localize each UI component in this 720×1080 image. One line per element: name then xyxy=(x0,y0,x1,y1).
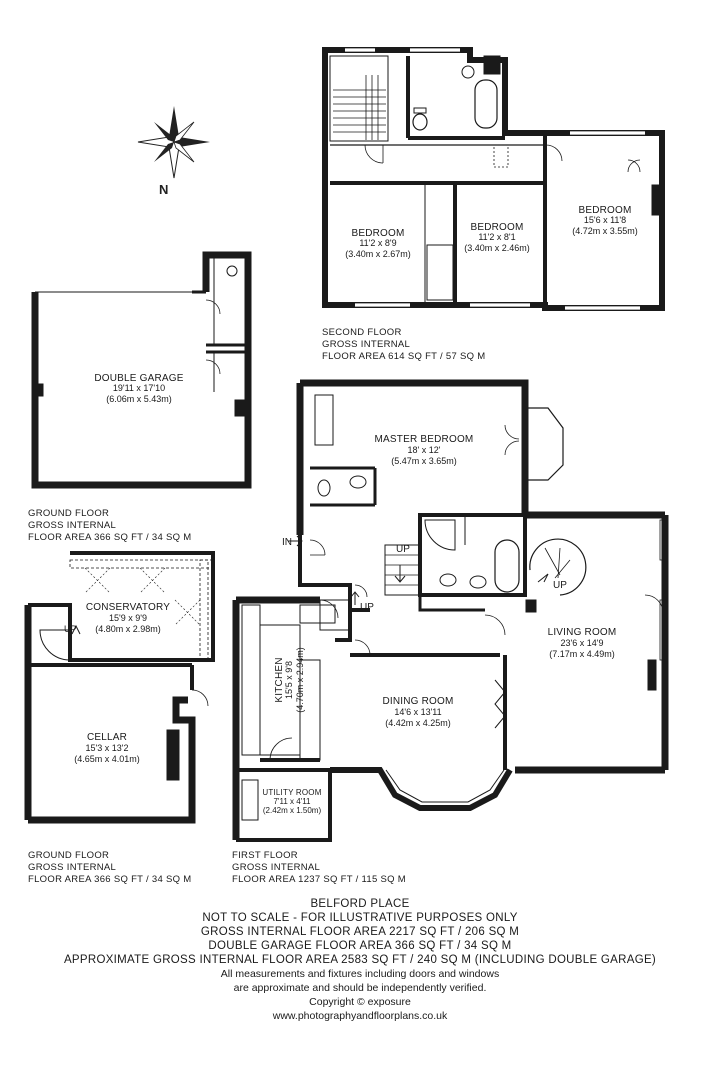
double-garage-name: DOUBLE GARAGE xyxy=(94,373,183,384)
conservatory-cellar-plan xyxy=(24,551,215,824)
bedroom-c-dim-metric: (4.72m x 3.55m) xyxy=(572,226,638,236)
cellar-name: CELLAR xyxy=(87,732,127,743)
conservatory-dim-imperial: 15'9 x 9'9 xyxy=(109,613,147,623)
second-floor-caption-line: FLOOR AREA 614 SQ FT / 57 SQ M xyxy=(322,351,486,362)
kitchen-name: KITCHEN xyxy=(274,657,285,702)
bedroom-c-name: BEDROOM xyxy=(578,205,631,216)
gross-internal-area: GROSS INTERNAL FLOOR AREA 2217 SQ FT / 2… xyxy=(200,926,520,938)
not-to-scale-note: NOT TO SCALE - FOR ILLUSTRATIVE PURPOSES… xyxy=(202,912,518,924)
property-title: BELFORD PLACE xyxy=(310,898,410,910)
utility-room-dim-metric: (2.42m x 1.50m) xyxy=(263,806,322,815)
kitchen-dim-imperial: 15'5 x 9'8 xyxy=(284,661,294,699)
disclaimer-line-2: are approximate and should be independen… xyxy=(233,982,487,994)
dining-room-name: DINING ROOM xyxy=(382,696,453,707)
up-label-conservatory: UP xyxy=(64,624,77,634)
ground-floor-garage-caption-line: GROUND FLOOR xyxy=(28,508,110,519)
ground-floor-cellar-caption-line: FLOOR AREA 366 SQ FT / 34 SQ M xyxy=(28,874,192,885)
approximate-total-area: APPROXIMATE GROSS INTERNAL FLOOR AREA 25… xyxy=(63,954,657,966)
master-bedroom-dim-imperial: 18' x 12' xyxy=(408,445,441,455)
double-garage-plan xyxy=(31,251,252,489)
second-floor-caption-line: SECOND FLOOR xyxy=(322,327,402,338)
dining-room-dim-metric: (4.42m x 4.25m) xyxy=(385,718,451,728)
ground-floor-garage-caption: GROUND FLOOR GROSS INTERNAL FLOOR AREA 3… xyxy=(28,508,192,544)
first-floor-caption-line: FLOOR AREA 1237 SQ FT / 115 SQ M xyxy=(232,874,406,885)
copyright-notice: Copyright © exposure xyxy=(309,996,411,1008)
cellar-dim-imperial: 15'3 x 13'2 xyxy=(86,743,129,753)
bedroom-b-dim-imperial: 11'2 x 8'1 xyxy=(478,232,515,242)
compass-north-letter: N xyxy=(159,182,168,197)
second-floor-caption: SECOND FLOOR GROSS INTERNAL FLOOR AREA 6… xyxy=(322,327,486,363)
first-floor-caption: FIRST FLOOR GROSS INTERNAL FLOOR AREA 12… xyxy=(232,850,406,886)
double-garage-area: DOUBLE GARAGE FLOOR AREA 366 SQ FT / 34 … xyxy=(208,940,512,952)
living-room-dim-imperial: 23'6 x 14'9 xyxy=(561,638,604,648)
ground-floor-cellar-caption: GROUND FLOOR GROSS INTERNAL FLOOR AREA 3… xyxy=(28,850,192,886)
ground-floor-cellar-caption-line: GROUND FLOOR xyxy=(28,850,110,861)
master-bedroom-name: MASTER BEDROOM xyxy=(375,434,474,445)
utility-room-dim-imperial: 7'11 x 4'11 xyxy=(273,797,311,806)
entrance-in-label: IN xyxy=(282,537,292,548)
disclaimer-line-1: All measurements and fixtures including … xyxy=(220,968,500,980)
bedroom-b-dim-metric: (3.40m x 2.46m) xyxy=(464,243,530,253)
living-room-name: LIVING ROOM xyxy=(548,627,617,638)
second-floor-plan xyxy=(322,47,665,311)
up-label-spiral: UP xyxy=(553,580,567,591)
bedroom-b-name: BEDROOM xyxy=(470,222,523,233)
bedroom-a-dim-imperial: 11'2 x 8'9 xyxy=(359,238,396,248)
up-label-landing: UP xyxy=(360,602,374,613)
first-floor-caption-line: GROSS INTERNAL xyxy=(232,862,321,873)
bedroom-a-name: BEDROOM xyxy=(351,228,404,239)
living-room-dim-metric: (7.17m x 4.49m) xyxy=(549,649,615,659)
double-garage-dim-imperial: 19'11 x 17'10 xyxy=(113,383,165,393)
bedroom-a-dim-metric: (3.40m x 2.67m) xyxy=(345,249,411,259)
double-garage-dim-metric: (6.06m x 5.43m) xyxy=(106,394,172,404)
conservatory-dim-metric: (4.80m x 2.98m) xyxy=(95,624,161,634)
conservatory-name: CONSERVATORY xyxy=(86,602,170,613)
up-label-hall: UP xyxy=(396,544,410,555)
master-bedroom-dim-metric: (5.47m x 3.65m) xyxy=(391,456,457,466)
first-floor-caption-line: FIRST FLOOR xyxy=(232,850,298,861)
utility-room-name: UTILITY ROOM xyxy=(262,788,321,797)
ground-floor-garage-caption-line: GROSS INTERNAL xyxy=(28,520,117,531)
cellar-dim-metric: (4.65m x 4.01m) xyxy=(74,754,140,764)
website-url: www.photographyandfloorplans.co.uk xyxy=(272,1010,448,1022)
bedroom-c-dim-imperial: 15'6 x 11'8 xyxy=(584,215,626,225)
kitchen-dim-metric: (4.70m x 2.94m) xyxy=(295,647,305,713)
second-floor-caption-line: GROSS INTERNAL xyxy=(322,339,411,350)
plan-footer: BELFORD PLACE NOT TO SCALE - FOR ILLUSTR… xyxy=(0,897,720,1023)
compass-rose-icon xyxy=(137,106,210,179)
stair-arrows xyxy=(71,535,360,635)
ground-floor-cellar-caption-line: GROSS INTERNAL xyxy=(28,862,117,873)
dining-room-dim-imperial: 14'6 x 13'11 xyxy=(394,707,441,717)
ground-floor-garage-caption-line: FLOOR AREA 366 SQ FT / 34 SQ M xyxy=(28,532,192,543)
first-floor-plan xyxy=(232,379,669,842)
